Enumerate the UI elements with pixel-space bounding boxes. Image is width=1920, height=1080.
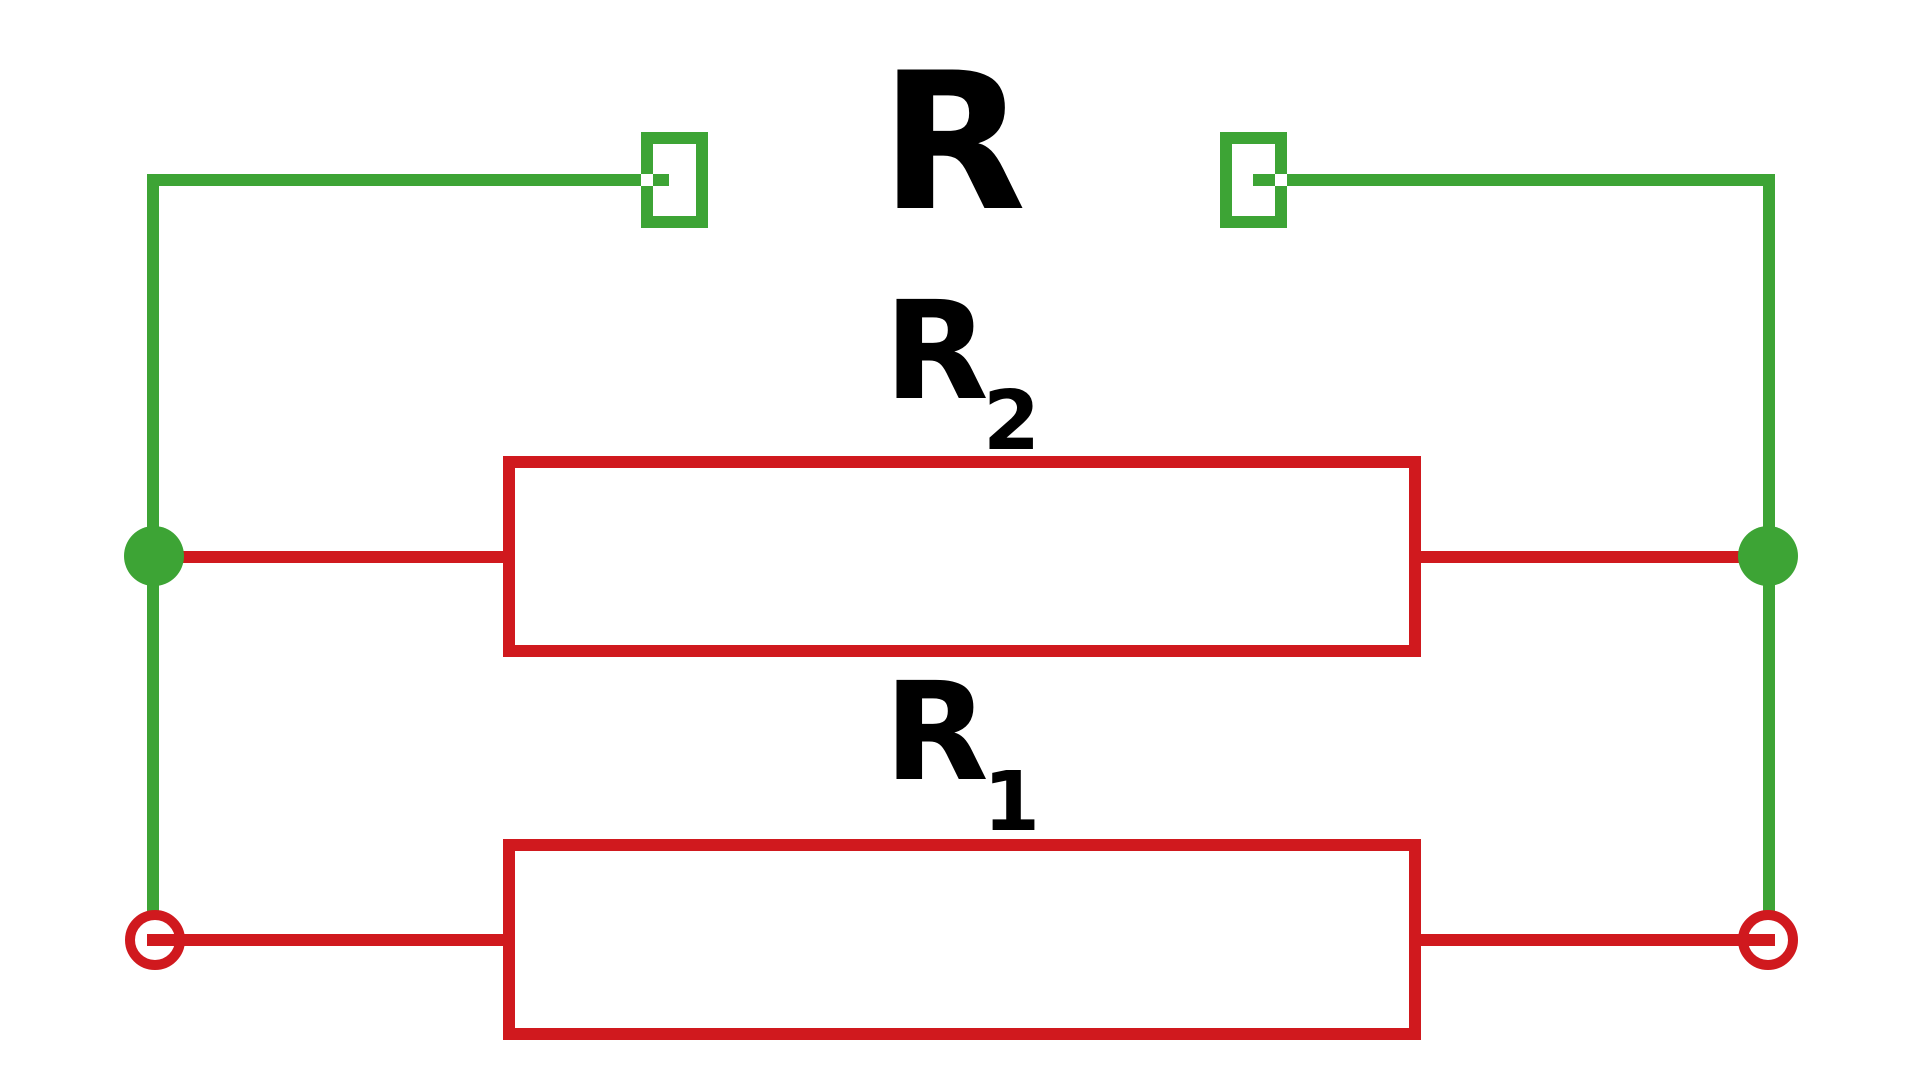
left-green-wire <box>147 174 669 920</box>
equivalent-wire <box>147 174 1775 920</box>
left-terminal-gap <box>641 174 653 186</box>
right-terminal-gap <box>1275 174 1287 186</box>
resistor-r1-branch <box>147 839 1775 1040</box>
right-open-terminal <box>1738 910 1798 970</box>
r1-subscript: 1 <box>983 755 1040 850</box>
r2-subscript: 2 <box>983 374 1040 469</box>
right-junction-dot <box>1738 526 1798 586</box>
total-resistance-label: R <box>880 32 1026 253</box>
left-junction-dot <box>124 526 184 586</box>
r1-letter: R <box>884 654 989 812</box>
resistor-r2-branch <box>153 456 1769 657</box>
right-green-wire <box>1253 174 1775 920</box>
resistor-r1 <box>503 839 1421 1040</box>
r2-letter: R <box>884 273 989 431</box>
resistor-r2 <box>503 456 1421 657</box>
left-open-terminal <box>125 910 185 970</box>
